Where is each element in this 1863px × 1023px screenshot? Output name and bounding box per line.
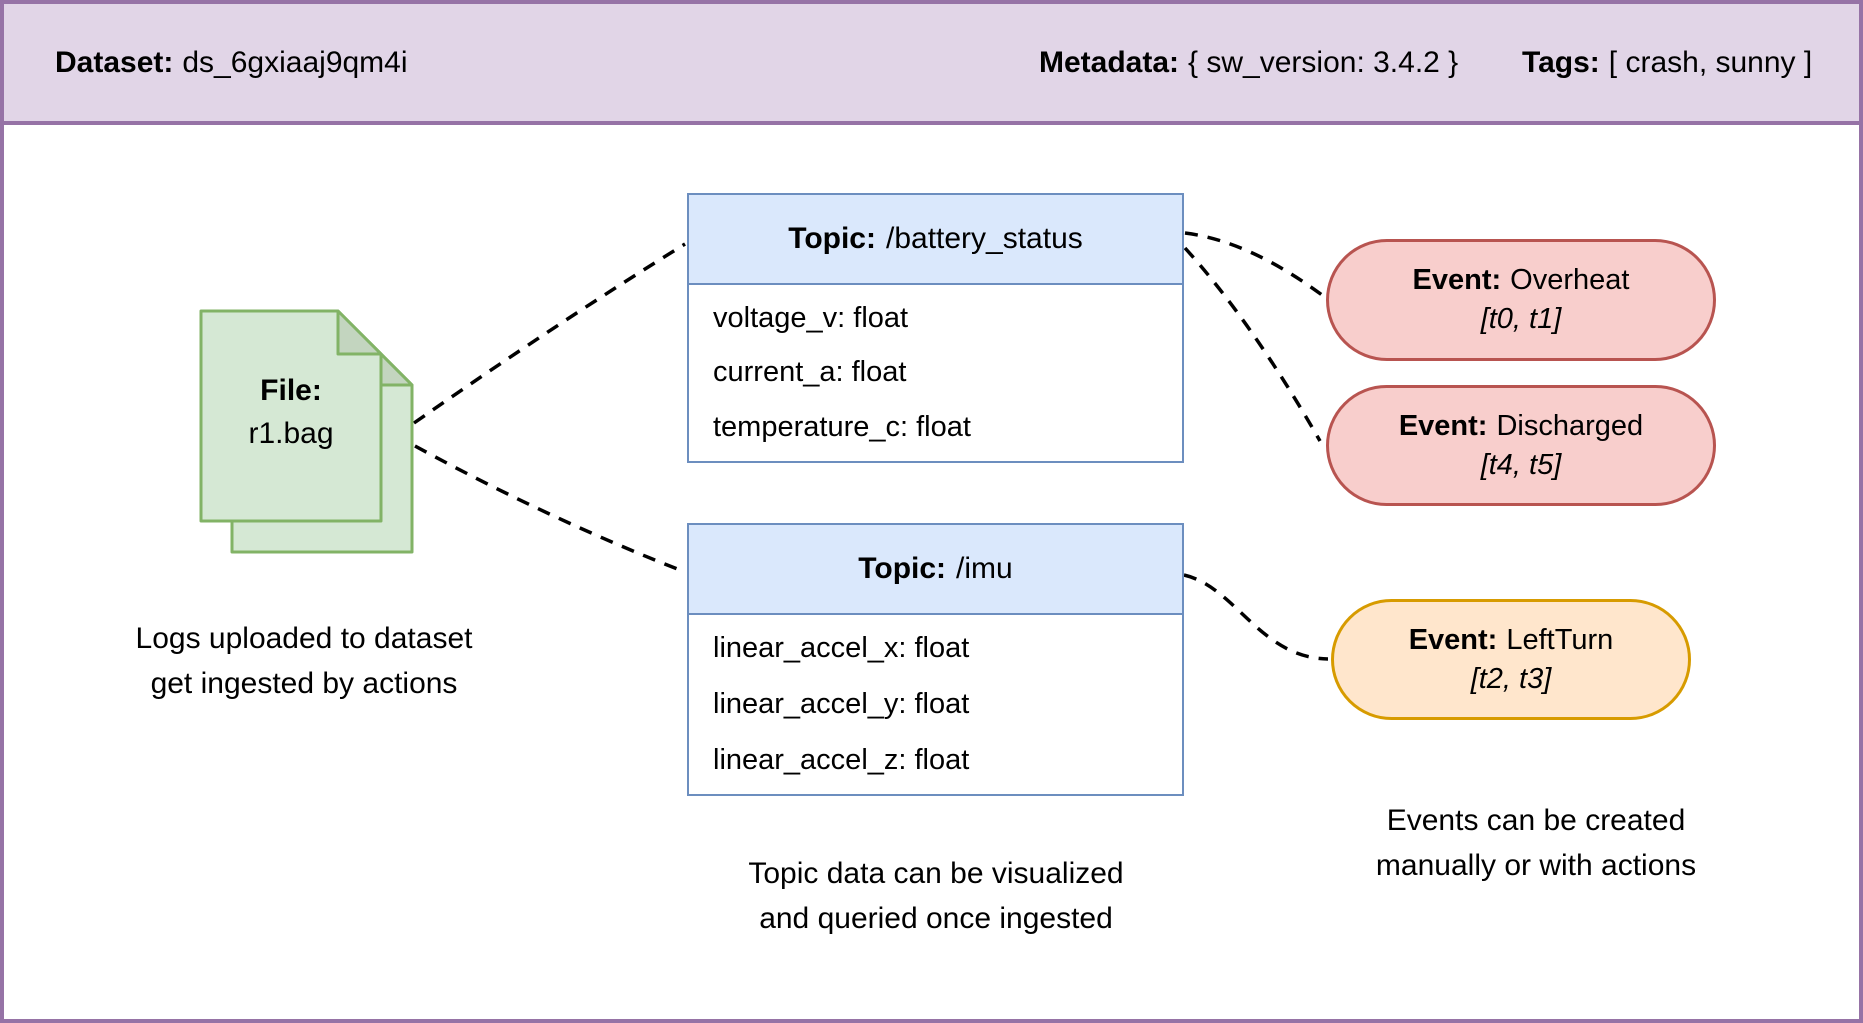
topic-field: current_a: float bbox=[713, 356, 907, 389]
metadata-info: Metadata: { sw_version: 3.4.2 } bbox=[1039, 4, 1458, 121]
dataset-header-bar: Dataset: ds_6gxiaaj9qm4i Metadata: { sw_… bbox=[4, 4, 1859, 125]
connector-battery-to-overheat bbox=[1184, 231, 1324, 297]
topic-battery-fields: voltage_v: float current_a: float temper… bbox=[689, 285, 1182, 461]
caption-line: and queried once ingested bbox=[759, 902, 1113, 935]
event-node-discharged: Event: Discharged [t4, t5] bbox=[1326, 385, 1716, 506]
metadata-label: Metadata: bbox=[1039, 45, 1180, 79]
event-label: Event: bbox=[1408, 623, 1498, 656]
topic-imu-header: Topic: /imu bbox=[689, 525, 1182, 615]
event-name: Discharged bbox=[1496, 409, 1644, 442]
file-label: File: bbox=[260, 374, 322, 407]
topic-label: Topic: bbox=[788, 222, 876, 255]
event-time-range: [t4, t5] bbox=[1480, 448, 1562, 481]
event-time-range: [t2, t3] bbox=[1470, 662, 1552, 695]
connector-imu-to-leftturn bbox=[1183, 573, 1329, 661]
event-title: Event: Discharged bbox=[1399, 407, 1643, 446]
caption-file: Logs uploaded to dataset get ingested by… bbox=[84, 616, 524, 706]
connector-file-to-imu bbox=[414, 444, 686, 574]
event-title: Event: Overheat bbox=[1413, 261, 1630, 300]
tags-value: [ crash, sunny ] bbox=[1608, 45, 1813, 79]
caption-topics: Topic data can be visualized and queried… bbox=[706, 851, 1166, 941]
caption-line: manually or with actions bbox=[1375, 849, 1697, 882]
dataset-label: Dataset: bbox=[55, 45, 174, 79]
tags-label: Tags: bbox=[1522, 45, 1600, 79]
event-title: Event: LeftTurn bbox=[1409, 621, 1614, 660]
event-name: Overheat bbox=[1510, 264, 1630, 296]
caption-line: Logs uploaded to dataset bbox=[135, 622, 473, 655]
event-node-leftturn: Event: LeftTurn [t2, t3] bbox=[1331, 599, 1691, 720]
topic-field: linear_accel_z: float bbox=[713, 743, 970, 776]
dataset-value: ds_6gxiaaj9qm4i bbox=[182, 45, 408, 79]
topic-imu-fields: linear_accel_x: float linear_accel_y: fl… bbox=[689, 615, 1182, 794]
topic-node-imu: Topic: /imu linear_accel_x: float linear… bbox=[687, 523, 1184, 796]
topic-field: temperature_c: float bbox=[713, 411, 971, 444]
event-label: Event: bbox=[1412, 264, 1502, 296]
topic-field: linear_accel_x: float bbox=[713, 632, 970, 665]
connector-battery-to-discharged bbox=[1183, 246, 1322, 442]
caption-events: Events can be created manually or with a… bbox=[1326, 798, 1746, 888]
topic-node-battery-status: Topic: /battery_status voltage_v: float … bbox=[687, 193, 1184, 463]
event-name: LeftTurn bbox=[1506, 623, 1614, 656]
topic-battery-header: Topic: /battery_status bbox=[689, 195, 1182, 285]
topic-name: /imu bbox=[956, 552, 1013, 585]
topic-label: Topic: bbox=[858, 552, 947, 585]
event-node-overheat: Event: Overheat [t0, t1] bbox=[1326, 239, 1716, 361]
file-name: r1.bag bbox=[248, 417, 334, 450]
metadata-value: { sw_version: 3.4.2 } bbox=[1188, 45, 1459, 79]
caption-line: Events can be created bbox=[1386, 804, 1686, 837]
topic-field: linear_accel_y: float bbox=[713, 687, 970, 720]
tags-info: Tags: [ crash, sunny ] bbox=[1522, 4, 1812, 121]
file-node-label: File: r1.bag bbox=[201, 369, 381, 455]
connector-file-to-battery bbox=[412, 242, 686, 425]
topic-name: /battery_status bbox=[885, 222, 1083, 255]
caption-line: Topic data can be visualized bbox=[748, 857, 1124, 890]
event-label: Event: bbox=[1398, 409, 1488, 442]
caption-line: get ingested by actions bbox=[150, 667, 458, 700]
topic-field: voltage_v: float bbox=[713, 301, 909, 334]
event-time-range: [t0, t1] bbox=[1480, 303, 1562, 335]
dataset-info: Dataset: ds_6gxiaaj9qm4i bbox=[55, 4, 408, 121]
